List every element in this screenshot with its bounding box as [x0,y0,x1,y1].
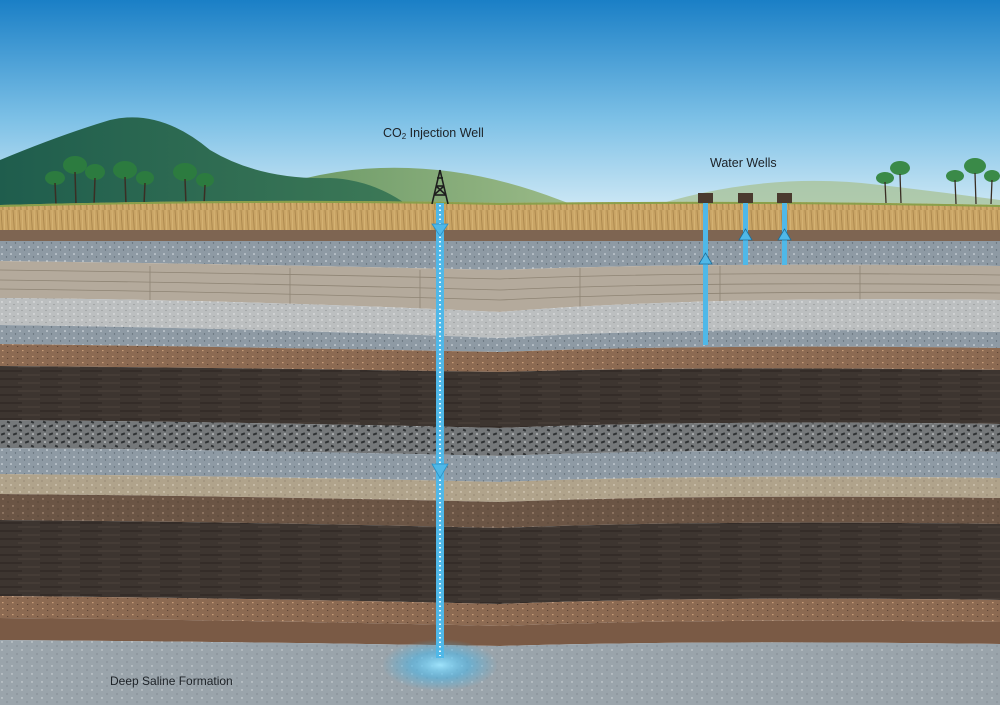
tree-group-right [876,158,1000,205]
stratum-tan-sand [0,474,1000,502]
stratum-brown-clay [0,618,1000,646]
injection-arrow-icon-upper [431,223,449,237]
water-well-1-arrow-icon [698,252,713,265]
stratum-brown-silt-2 [0,494,1000,528]
stratum-gravel [0,420,1000,456]
stratum-deep-saline [0,640,1000,705]
water-wells-label: Water Wells [710,156,777,170]
stratum-dark-shale-2 [0,520,1000,604]
stratum-dark-shale-1 [0,366,1000,428]
water-well-1 [698,193,713,345]
stratum-light-sand [0,298,1000,338]
surface-soil [0,200,1000,232]
co2-injection-well-label: CO2 Injection Well [383,126,484,141]
injection-arrow-icon-lower [431,463,449,479]
injection-derrick-icon [431,169,449,205]
water-well-2-arrow-icon [738,228,753,241]
stratum-grey-sand-1 [0,241,1000,270]
sandstone-block-lines [0,266,1000,308]
deep-saline-formation-label: Deep Saline Formation [110,674,233,688]
back-hill [0,117,420,215]
stratum-grey-sand-3 [0,448,1000,482]
stratum-grey-sand-2 [0,325,1000,352]
tree-group-left [45,156,214,206]
water-well-2 [738,193,753,265]
stratum-brown-silt-3 [0,596,1000,626]
stratum-brown-silt-1 [0,344,1000,372]
topsoil-band [0,230,1000,242]
surface-grass-line [0,200,1000,207]
water-well-3-arrow-icon [777,228,792,241]
co2-plume [382,639,498,691]
water-well-3 [777,193,792,265]
